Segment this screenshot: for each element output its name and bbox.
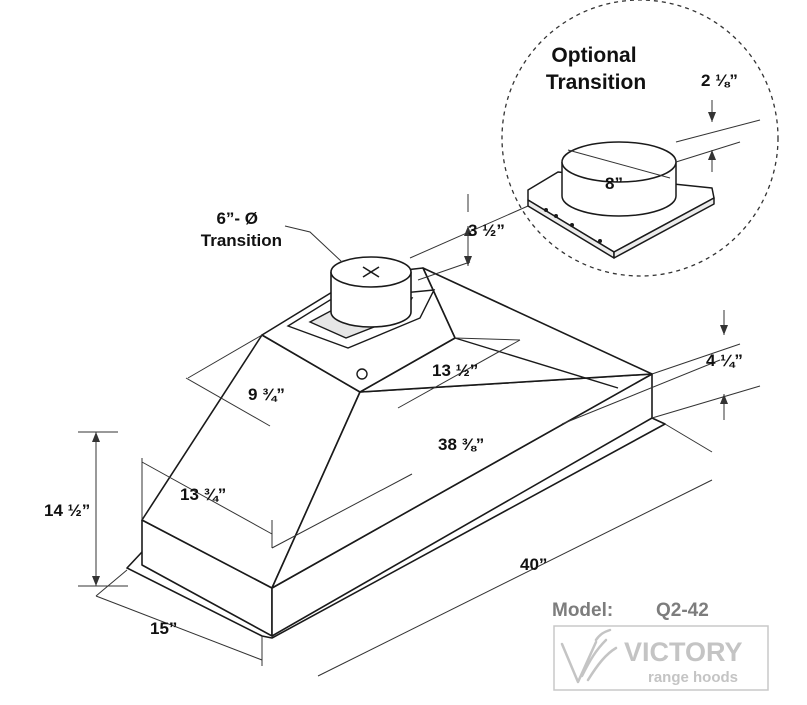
victory-logo: VICTORY range hoods [553,625,769,691]
transition-label-line2: Transition [201,231,282,250]
brand-tagline: range hoods [648,669,738,686]
optional-transition-title-line2: Transition [546,71,646,94]
top-hole [356,368,368,380]
transition-label-line1: 6”- Ø [216,209,258,228]
dim-top-depth: 9 ¾” [248,385,285,404]
dim-total-height: 14 ½” [44,501,90,520]
dim-slope-depth: 13 ¾” [180,485,226,504]
dim-total-width: 40” [520,555,547,574]
model-label: Model: [552,600,613,621]
inset-dashed-circle [501,0,779,277]
six-inch-collar [330,256,412,328]
dim-total-depth: 15” [150,619,177,638]
model-value: Q2-42 [656,600,709,621]
arrowheads [92,226,728,586]
brand-name: VICTORY [624,637,743,667]
dim-optional-diameter: 8” [605,174,623,193]
dim-top-width: 13 ½” [432,361,478,380]
dim-inner-width: 38 ⅜” [438,435,484,454]
dim-lip-height: 4 ¼” [706,351,743,370]
optional-transition-inset: Optional Transition 2 ⅛” 8” [501,0,779,277]
optional-transition-title-line1: Optional [551,44,636,67]
dim-optional-height: 2 ⅛” [701,71,738,90]
victory-v-icon [560,628,618,684]
dim-collar-height: 3 ½” [468,221,505,240]
